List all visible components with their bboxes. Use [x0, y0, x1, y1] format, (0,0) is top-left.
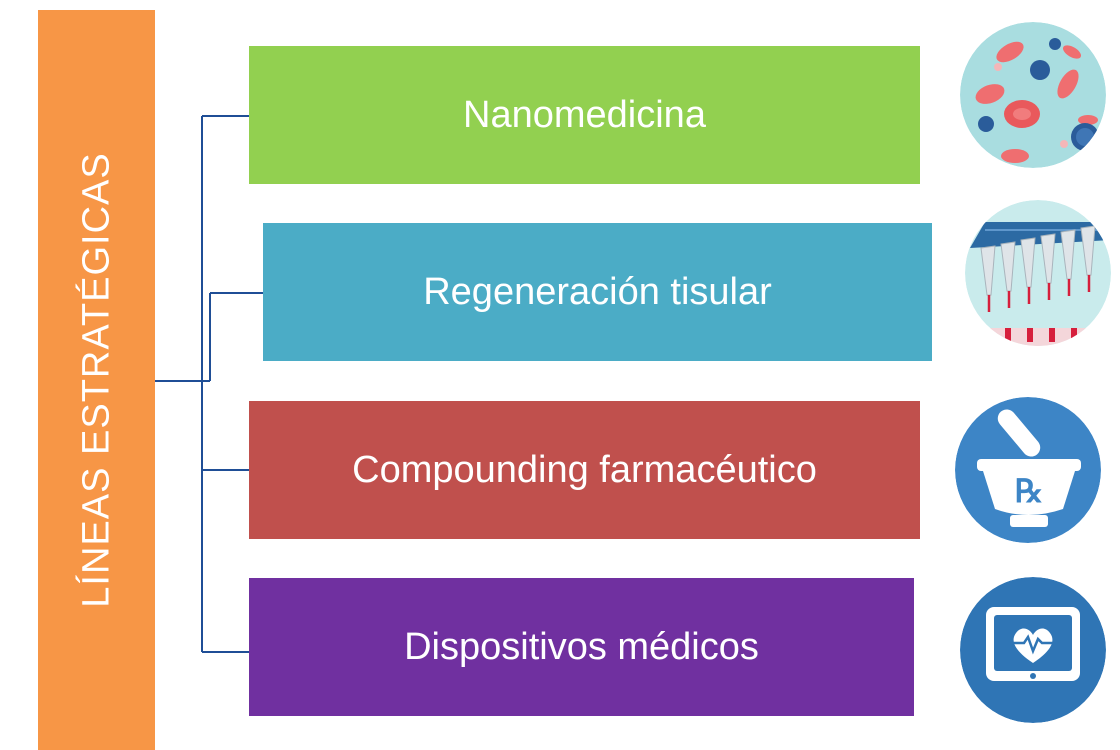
heart-monitor-icon: [960, 577, 1106, 723]
line-box-compounding-farmaceutico: Compounding farmacéutico: [249, 401, 920, 539]
line-label: Compounding farmacéutico: [352, 448, 817, 491]
pipettes-icon: [965, 200, 1111, 346]
cells-icon: [960, 22, 1106, 168]
svg-text:℞: ℞: [1015, 473, 1044, 509]
line-label: Dispositivos médicos: [404, 625, 759, 668]
mortar-pestle-rx-icon: ℞: [955, 397, 1101, 543]
line-label: Regeneración tisular: [423, 270, 772, 313]
line-label: Nanomedicina: [463, 93, 706, 136]
line-box-regeneracion-tisular: Regeneración tisular: [263, 223, 932, 361]
line-box-dispositivos-medicos: Dispositivos médicos: [249, 578, 914, 716]
strategic-lines-bar: LÍNEAS ESTRATÉGICAS: [38, 10, 155, 750]
line-box-nanomedicina: Nanomedicina: [249, 46, 920, 184]
